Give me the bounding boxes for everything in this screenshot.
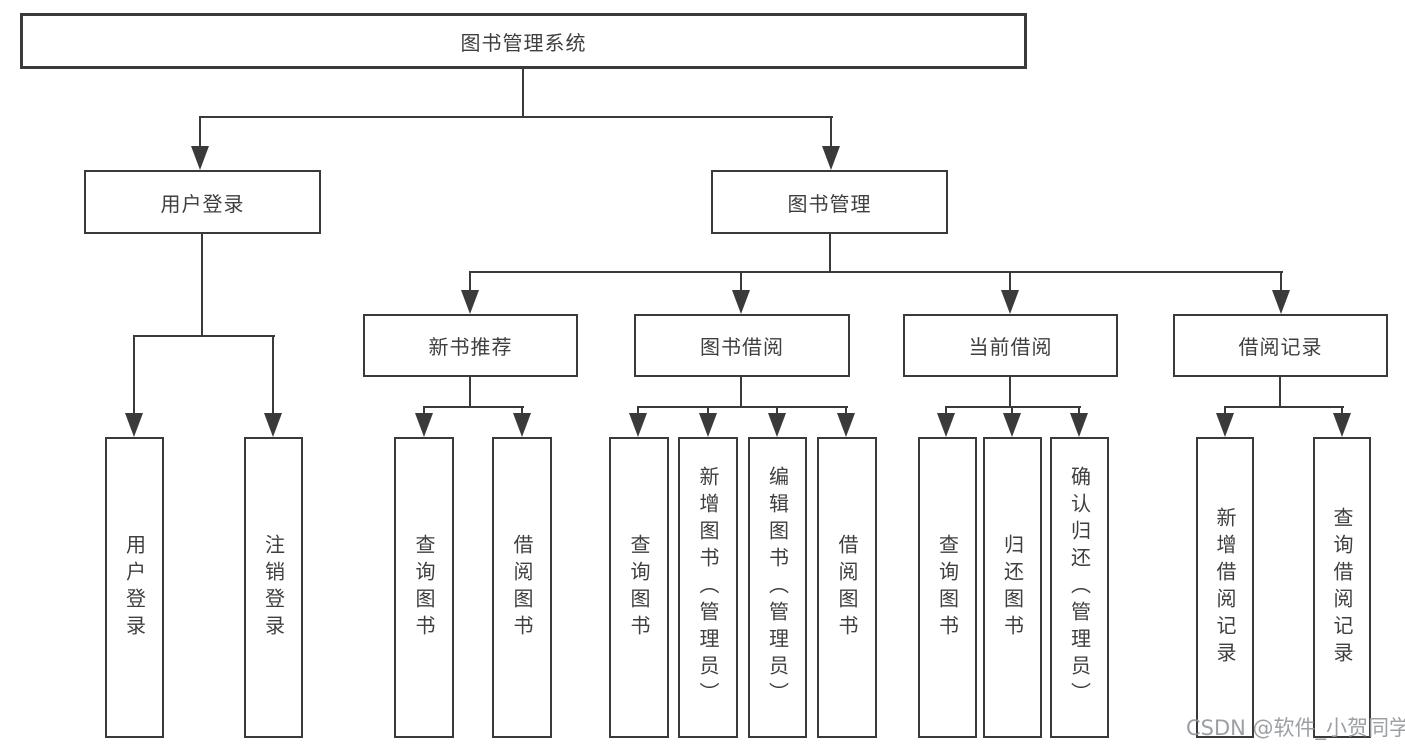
- node-user-login: 用户登录: [84, 170, 321, 234]
- arrow-down-icon: [937, 413, 955, 437]
- leaf-label: 新增借阅记录: [1213, 506, 1237, 669]
- leaf-label: 查询借阅记录: [1330, 506, 1354, 669]
- connector-line: [776, 407, 778, 416]
- leaf-label: 新增图书（管理员）: [696, 466, 720, 709]
- leaf-br-add-record: 新增借阅记录: [1196, 437, 1254, 738]
- connector-line: [945, 406, 1081, 408]
- connector-line: [637, 406, 848, 408]
- leaf-cb-confirm-return-admin: 确认归还（管理员）: [1050, 437, 1109, 738]
- leaf-label: 注销登录: [261, 533, 286, 642]
- arrow-down-icon: [1333, 413, 1351, 437]
- leaf-label: 归还图书: [1000, 533, 1025, 642]
- connector-line: [707, 407, 709, 416]
- connector-line: [829, 233, 831, 273]
- connector-line: [201, 233, 203, 337]
- connector-line: [845, 407, 847, 416]
- connector-line: [1078, 407, 1080, 416]
- connector-line: [1224, 406, 1344, 408]
- arrow-down-icon: [1272, 290, 1290, 314]
- watermark-text: CSDN @软件_小贺同学: [1186, 716, 1405, 740]
- leaf-label: 借阅图书: [510, 533, 534, 642]
- node-book-borrow: 图书借阅: [634, 314, 850, 377]
- connector-line: [199, 117, 201, 149]
- node-borrow-records: 借阅记录: [1173, 314, 1388, 377]
- leaf-label: 查询图书: [627, 533, 651, 642]
- leaf-cb-return-books: 归还图书: [983, 437, 1042, 738]
- connector-line: [1280, 272, 1282, 293]
- connector-line: [1224, 407, 1226, 416]
- leaf-bb-edit-books-admin: 编辑图书（管理员）: [748, 437, 807, 738]
- leaf-bb-add-books-admin: 新增图书（管理员）: [678, 437, 738, 738]
- connector-line: [740, 272, 742, 293]
- connector-line: [522, 69, 524, 118]
- connector-line: [1279, 377, 1281, 408]
- leaf-cb-query-books: 查询图书: [918, 437, 977, 738]
- arrow-down-icon: [264, 413, 282, 437]
- arrow-down-icon: [837, 413, 855, 437]
- connector-line: [272, 335, 274, 415]
- node-current-borrow: 当前借阅: [903, 314, 1118, 377]
- leaf-br-query-record: 查询借阅记录: [1313, 437, 1371, 738]
- connector-line: [133, 335, 275, 337]
- connector-line: [199, 116, 833, 118]
- leaf-label: 查询图书: [935, 533, 960, 642]
- connector-line: [1011, 407, 1013, 416]
- connector-line: [637, 407, 639, 416]
- connector-line: [469, 272, 471, 293]
- leaf-label: 查询图书: [412, 533, 436, 642]
- leaf-label: 用户登录: [122, 533, 147, 642]
- arrow-down-icon: [461, 290, 479, 314]
- connector-line: [1009, 376, 1011, 408]
- arrow-down-icon: [822, 146, 840, 170]
- node-book-mgmt: 图书管理: [711, 170, 948, 234]
- connector-line: [133, 335, 135, 415]
- connector-line: [1009, 272, 1011, 293]
- arrow-down-icon: [699, 413, 717, 437]
- connector-line: [830, 117, 832, 149]
- arrow-down-icon: [768, 413, 786, 437]
- connector-line: [469, 271, 1283, 273]
- connector-line: [740, 377, 742, 408]
- arrow-down-icon: [1001, 290, 1019, 314]
- leaf-logout: 注销登录: [244, 437, 303, 738]
- node-root: 图书管理系统: [20, 13, 1027, 69]
- leaf-bb-borrow-books: 借阅图书: [817, 437, 877, 738]
- connector-line: [1341, 407, 1343, 416]
- arrow-down-icon: [1216, 413, 1234, 437]
- leaf-label: 编辑图书（管理员）: [765, 466, 790, 709]
- arrow-down-icon: [125, 413, 143, 437]
- leaf-nbr-borrow-books: 借阅图书: [492, 437, 552, 738]
- arrow-down-icon: [1070, 413, 1088, 437]
- leaf-label: 借阅图书: [835, 533, 859, 642]
- arrow-down-icon: [415, 413, 433, 437]
- connector-line: [423, 406, 524, 408]
- connector-line: [423, 407, 425, 416]
- connector-line: [521, 407, 523, 416]
- arrow-down-icon: [732, 290, 750, 314]
- arrow-down-icon: [513, 413, 531, 437]
- leaf-label: 确认归还（管理员）: [1067, 466, 1092, 709]
- arrow-down-icon: [1003, 413, 1021, 437]
- arrow-down-icon: [191, 146, 209, 170]
- node-new-book-rec: 新书推荐: [363, 314, 578, 377]
- connector-line: [945, 407, 947, 416]
- arrow-down-icon: [629, 413, 647, 437]
- connector-line: [469, 377, 471, 408]
- leaf-user-login: 用户登录: [105, 437, 164, 738]
- leaf-bb-query-books: 查询图书: [609, 437, 669, 738]
- leaf-nbr-query-books: 查询图书: [394, 437, 454, 738]
